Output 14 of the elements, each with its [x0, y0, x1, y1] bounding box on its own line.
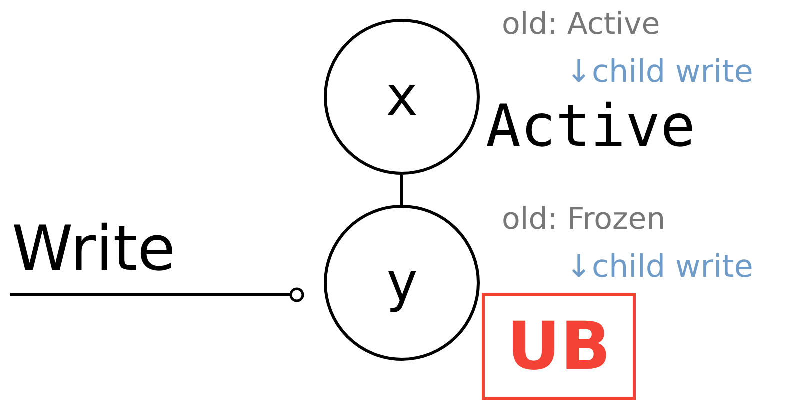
child-write-label: ↓child write [566, 57, 754, 88]
connector-line [400, 175, 404, 205]
error-box [482, 293, 636, 400]
write-line [10, 288, 304, 302]
circle-node [324, 205, 480, 361]
old-state-label: old: Frozen [502, 205, 666, 235]
node-label: y [386, 256, 418, 310]
node-label: x [386, 70, 418, 124]
old-state-label: old: Active [502, 10, 660, 40]
child-write-label: ↓child write [566, 252, 754, 283]
state-label: Active [486, 97, 696, 155]
write-label: Write [12, 218, 176, 280]
node-label: UB [507, 314, 611, 380]
circle-node [324, 19, 480, 175]
